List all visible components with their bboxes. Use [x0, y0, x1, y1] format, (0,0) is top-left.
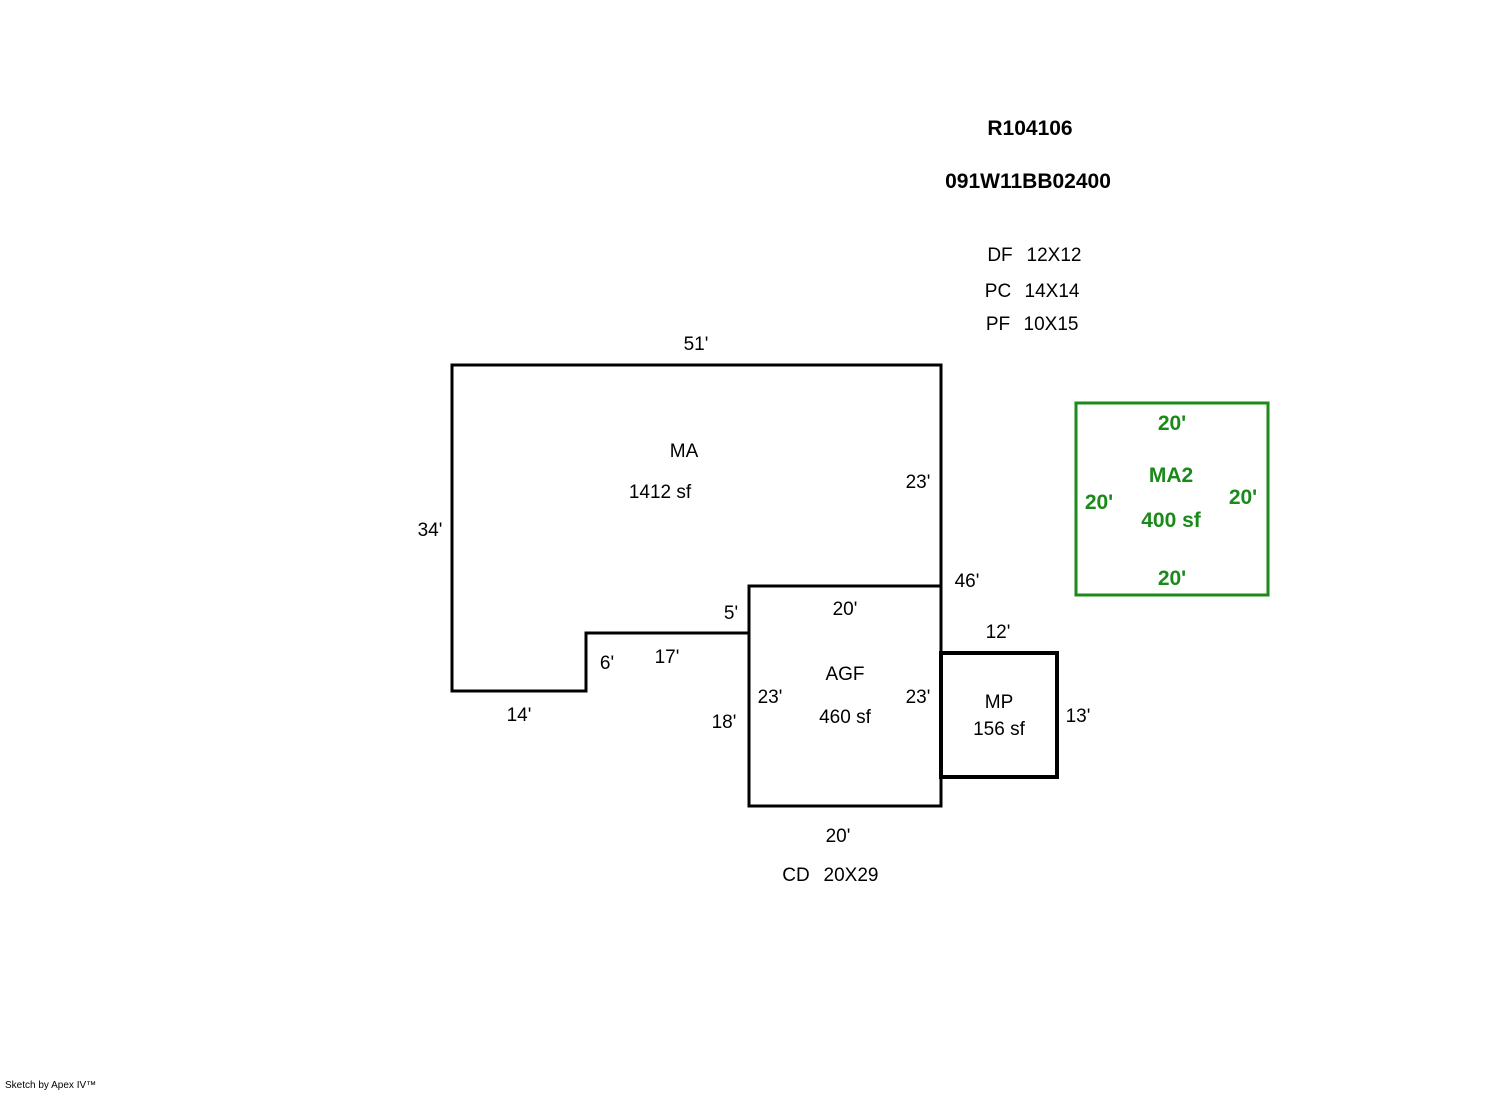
- ma-area: 1412 sf: [629, 482, 692, 503]
- agf-dim-right: 23': [906, 687, 931, 708]
- ma2-label: MA2: [1149, 464, 1193, 487]
- ma-label: MA: [670, 441, 699, 462]
- mp-label: MP: [985, 692, 1014, 713]
- note-code: PC: [985, 281, 1011, 302]
- note-size: 14X14: [1025, 281, 1080, 302]
- ma-outline: [450, 363, 943, 693]
- note-pf: PF 10X15: [986, 314, 1079, 335]
- map-lot-number: 091W11BB02400: [945, 170, 1111, 193]
- agf-dim-left-outer: 18': [712, 712, 737, 733]
- mp-dim-right: 13': [1066, 706, 1091, 727]
- ma2-outline: [1074, 401, 1270, 597]
- ma-dim-corner: 46': [955, 571, 980, 592]
- ma-dim-step-horiz: 17': [655, 647, 680, 668]
- ma2-dim-top: 20': [1158, 412, 1186, 435]
- ma2-area: 400 sf: [1141, 509, 1202, 532]
- ma-dim-step-vert: 6': [600, 653, 614, 674]
- agf-dim-top: 20': [833, 599, 858, 620]
- note-code: PF: [986, 314, 1010, 335]
- agf-dim-bottom: 20': [826, 826, 851, 847]
- ma-dim-inner-vert: 5': [724, 603, 738, 624]
- account-number: R104106: [987, 117, 1072, 140]
- note-df: DF 12X12: [987, 245, 1081, 266]
- ma-dim-right: 23': [906, 472, 931, 493]
- note-code: DF: [987, 245, 1012, 266]
- note-cd: CD 20X29: [782, 865, 878, 886]
- agf-area: 460 sf: [819, 707, 871, 728]
- ma-dim-left: 34': [418, 520, 443, 541]
- note-pc: PC 14X14: [985, 281, 1080, 302]
- mp-outline: [939, 651, 1059, 779]
- note-code: CD: [782, 865, 809, 886]
- mp-dim-top: 12': [986, 622, 1011, 643]
- agf-label: AGF: [825, 664, 864, 685]
- ma2-dim-right: 20': [1229, 486, 1257, 509]
- agf-dim-left: 23': [758, 687, 783, 708]
- note-size: 10X15: [1024, 314, 1079, 335]
- note-size: 20X29: [824, 865, 879, 886]
- mp-area: 156 sf: [973, 719, 1025, 740]
- note-size: 12X12: [1027, 245, 1082, 266]
- software-credit: Sketch by Apex IV™: [5, 1080, 97, 1091]
- ma2-dim-bottom: 20': [1158, 567, 1186, 590]
- ma-dim-bottom-left: 14': [507, 705, 532, 726]
- ma-dim-top: 51': [684, 334, 709, 355]
- ma2-dim-left: 20': [1085, 491, 1113, 514]
